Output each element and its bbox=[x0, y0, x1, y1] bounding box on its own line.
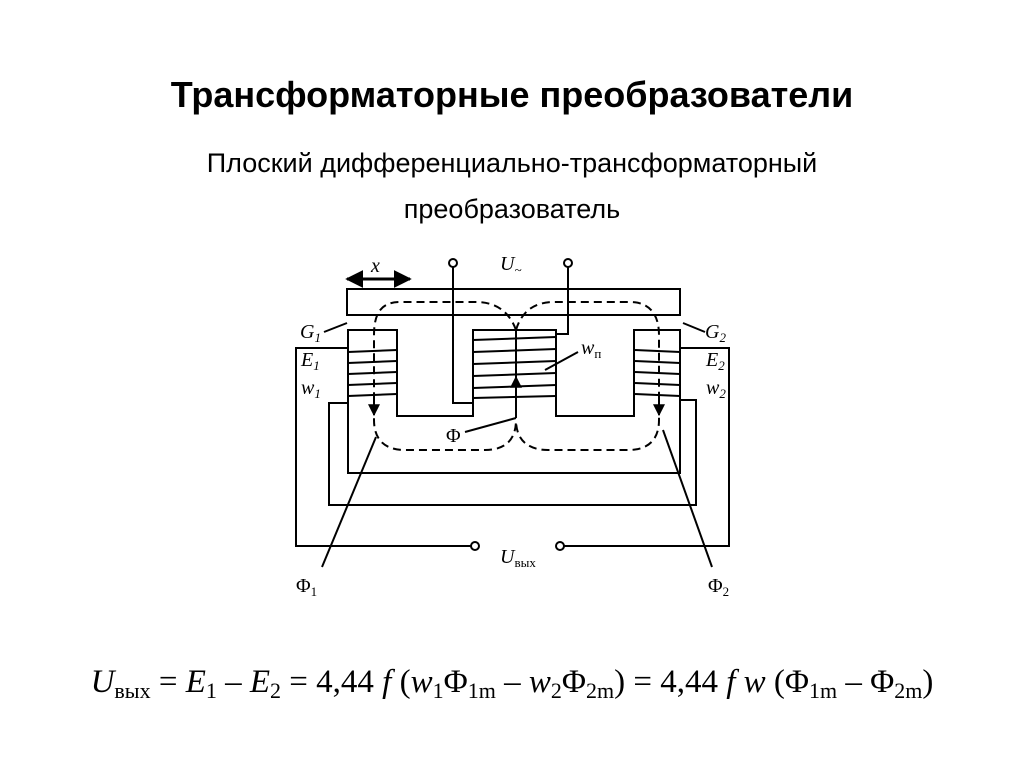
output-voltage-formula: Uвых = E1 – E2 = 4,44 f (w1Φ1m – w2Φ2m) … bbox=[0, 664, 1024, 704]
f-e2-sub: 2 bbox=[270, 678, 282, 703]
f-p9: ) bbox=[922, 664, 934, 700]
f-f1: f bbox=[382, 664, 392, 700]
f-phi3: Φ bbox=[784, 664, 810, 700]
label-e1: E bbox=[300, 349, 313, 371]
f-e1: E bbox=[185, 664, 206, 700]
terminal-output-2 bbox=[555, 541, 565, 551]
slide-title: Трансформаторные преобразователи bbox=[170, 74, 854, 115]
f-w: w bbox=[735, 664, 766, 700]
label-u-supply-sub: ~ bbox=[514, 262, 521, 277]
svg-text:E2: E2 bbox=[705, 349, 725, 373]
f-w1-sub: 1 bbox=[432, 678, 444, 703]
f-phi4-sub: 2m bbox=[894, 678, 923, 703]
label-u-out: U bbox=[500, 546, 516, 568]
label-g1: G bbox=[300, 321, 315, 343]
svg-text:w1: w1 bbox=[301, 377, 321, 401]
terminal-excitation-1 bbox=[448, 258, 458, 268]
f-e1-sub: 1 bbox=[205, 678, 217, 703]
subtitle-line-1: Плоский дифференциально-трансформаторный bbox=[206, 148, 818, 178]
primary-coil bbox=[472, 336, 557, 399]
subtitle-line-2: преобразователь bbox=[403, 194, 621, 224]
terminal-output-1 bbox=[470, 541, 480, 551]
label-w1-sub: 1 bbox=[314, 386, 321, 401]
svg-text:G2: G2 bbox=[705, 321, 726, 345]
e-core bbox=[347, 329, 681, 474]
excitation-wire-left bbox=[452, 267, 473, 404]
svg-text:E1: E1 bbox=[300, 349, 320, 373]
flux-path-right bbox=[515, 300, 660, 451]
secondary-coil-2 bbox=[633, 349, 681, 397]
label-wp: w bbox=[581, 337, 595, 359]
f-p7: ( bbox=[765, 664, 785, 700]
f-u: U bbox=[90, 664, 115, 700]
label-e1-sub: 1 bbox=[313, 358, 320, 373]
f-phi2-sub: 2m bbox=[586, 678, 615, 703]
output-wire-outer-left bbox=[295, 347, 471, 547]
flux-path-left bbox=[373, 300, 517, 451]
label-phi: Φ bbox=[446, 425, 461, 447]
label-w1: w bbox=[301, 377, 315, 399]
label-u-out-sub: вых bbox=[514, 555, 536, 570]
f-phi2: Φ bbox=[561, 664, 586, 700]
secondary-coil-1 bbox=[347, 349, 398, 397]
f-p3: = 4,44 bbox=[281, 664, 383, 700]
label-wp-sub: п bbox=[594, 346, 601, 361]
label-phi2-sub: 2 bbox=[723, 584, 730, 599]
label-w2-sub: 2 bbox=[719, 386, 726, 401]
label-e2: E bbox=[705, 349, 718, 371]
svg-text:Uвых: Uвых bbox=[500, 546, 536, 570]
label-x: x bbox=[370, 255, 380, 277]
svg-text:Φ2: Φ2 bbox=[708, 575, 729, 599]
label-g2-sub: 2 bbox=[719, 330, 726, 345]
f-e2: E bbox=[249, 664, 271, 700]
svg-text:U~: U~ bbox=[500, 253, 522, 277]
f-p4: ( bbox=[391, 664, 411, 700]
f-p8: – bbox=[837, 664, 871, 700]
f-f2: f bbox=[726, 664, 736, 700]
label-g2: G bbox=[705, 321, 720, 343]
svg-text:wп: wп bbox=[581, 337, 601, 361]
f-phi1-sub: 1m bbox=[467, 678, 496, 703]
excitation-wire-right bbox=[556, 267, 569, 335]
label-w2: w bbox=[706, 377, 720, 399]
f-phi1: Φ bbox=[443, 664, 468, 700]
f-phi3-sub: 1m bbox=[809, 678, 838, 703]
f-w1: w bbox=[410, 664, 433, 700]
f-p2: – bbox=[216, 664, 250, 700]
f-p1: = bbox=[150, 664, 186, 700]
slide-subtitle: Плоский дифференциально-трансформаторный… bbox=[0, 140, 1024, 232]
output-wire-inner bbox=[328, 399, 697, 506]
label-e2-sub: 2 bbox=[718, 358, 725, 373]
terminal-excitation-2 bbox=[563, 258, 573, 268]
armature-bar bbox=[346, 288, 681, 316]
f-p6: ) = 4,44 bbox=[614, 664, 727, 700]
f-phi4: Φ bbox=[870, 664, 895, 700]
svg-text:Φ1: Φ1 bbox=[296, 575, 317, 599]
f-p5: – bbox=[495, 664, 529, 700]
f-w2: w bbox=[528, 664, 551, 700]
svg-text:w2: w2 bbox=[706, 377, 726, 401]
output-wire-outer-right bbox=[564, 347, 730, 547]
label-g1-sub: 1 bbox=[314, 330, 321, 345]
svg-text:G1: G1 bbox=[300, 321, 321, 345]
label-phi1: Φ bbox=[296, 575, 311, 597]
label-phi1-sub: 1 bbox=[311, 584, 318, 599]
f-u-sub: вых bbox=[114, 678, 151, 703]
f-w2-sub: 2 bbox=[550, 678, 562, 703]
label-u-supply: U bbox=[500, 253, 516, 275]
label-phi2: Φ bbox=[708, 575, 723, 597]
